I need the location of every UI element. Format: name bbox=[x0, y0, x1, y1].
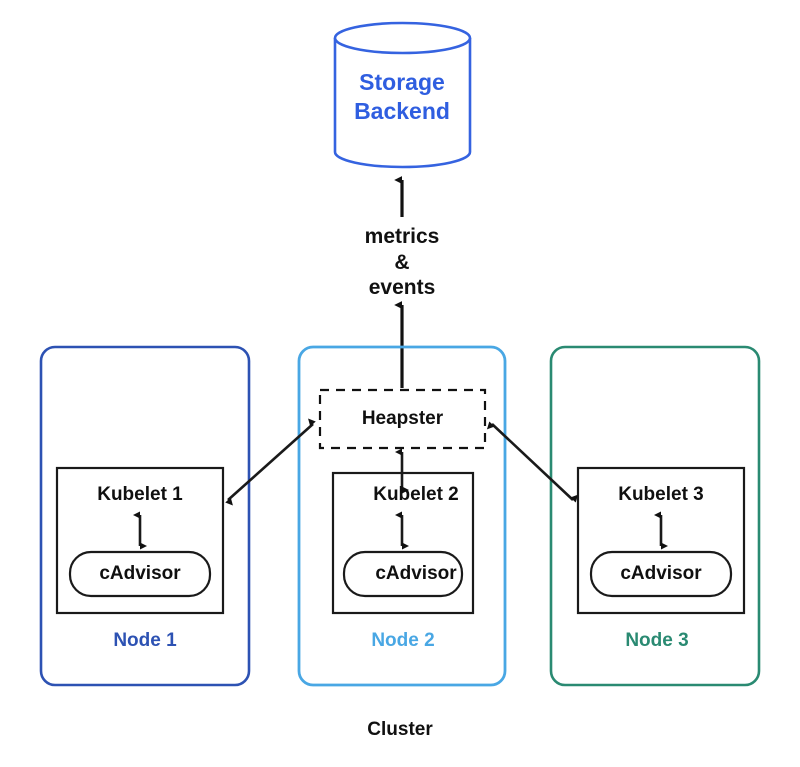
arrow-heapster-kubelet-1 bbox=[225, 418, 316, 506]
cadvisor-3-box[interactable] bbox=[589, 550, 733, 598]
node-2-container[interactable] bbox=[297, 345, 507, 687]
metrics-events-line-3: events bbox=[368, 276, 436, 300]
cadvisor-1-box[interactable] bbox=[68, 550, 212, 598]
storage-backend-label: Storage Backend bbox=[302, 68, 502, 126]
kubelet-2-label: Kubelet 2 bbox=[373, 484, 459, 505]
kubelet-1-label: Kubelet 1 bbox=[97, 484, 183, 505]
cluster-label: Cluster bbox=[367, 719, 433, 740]
metrics-events-line-1: metrics bbox=[364, 225, 440, 248]
metrics-events-label: metrics & events bbox=[302, 224, 502, 301]
cadvisor-2-box[interactable] bbox=[342, 550, 464, 598]
node-1-label: Node 1 bbox=[113, 630, 177, 651]
arrow-heapster-kubelet-3 bbox=[486, 421, 579, 503]
node-2-label: Node 2 bbox=[371, 630, 435, 651]
kubelet-3-label: Kubelet 3 bbox=[618, 484, 704, 505]
cadvisor-1-label: cAdvisor bbox=[99, 563, 181, 584]
node-3-label: Node 3 bbox=[625, 630, 689, 651]
cadvisor-3-label: cAdvisor bbox=[620, 563, 702, 584]
storage-backend-cylinder bbox=[333, 21, 472, 169]
heapster-label: Heapster bbox=[361, 408, 444, 429]
storage-backend-label-line-1: Storage bbox=[359, 69, 445, 95]
storage-backend-label-line-2: Backend bbox=[354, 97, 450, 124]
heapster-box[interactable] bbox=[318, 388, 487, 450]
metrics-events-line-2: & bbox=[394, 250, 410, 274]
cadvisor-2-label: cAdvisor bbox=[375, 563, 457, 584]
